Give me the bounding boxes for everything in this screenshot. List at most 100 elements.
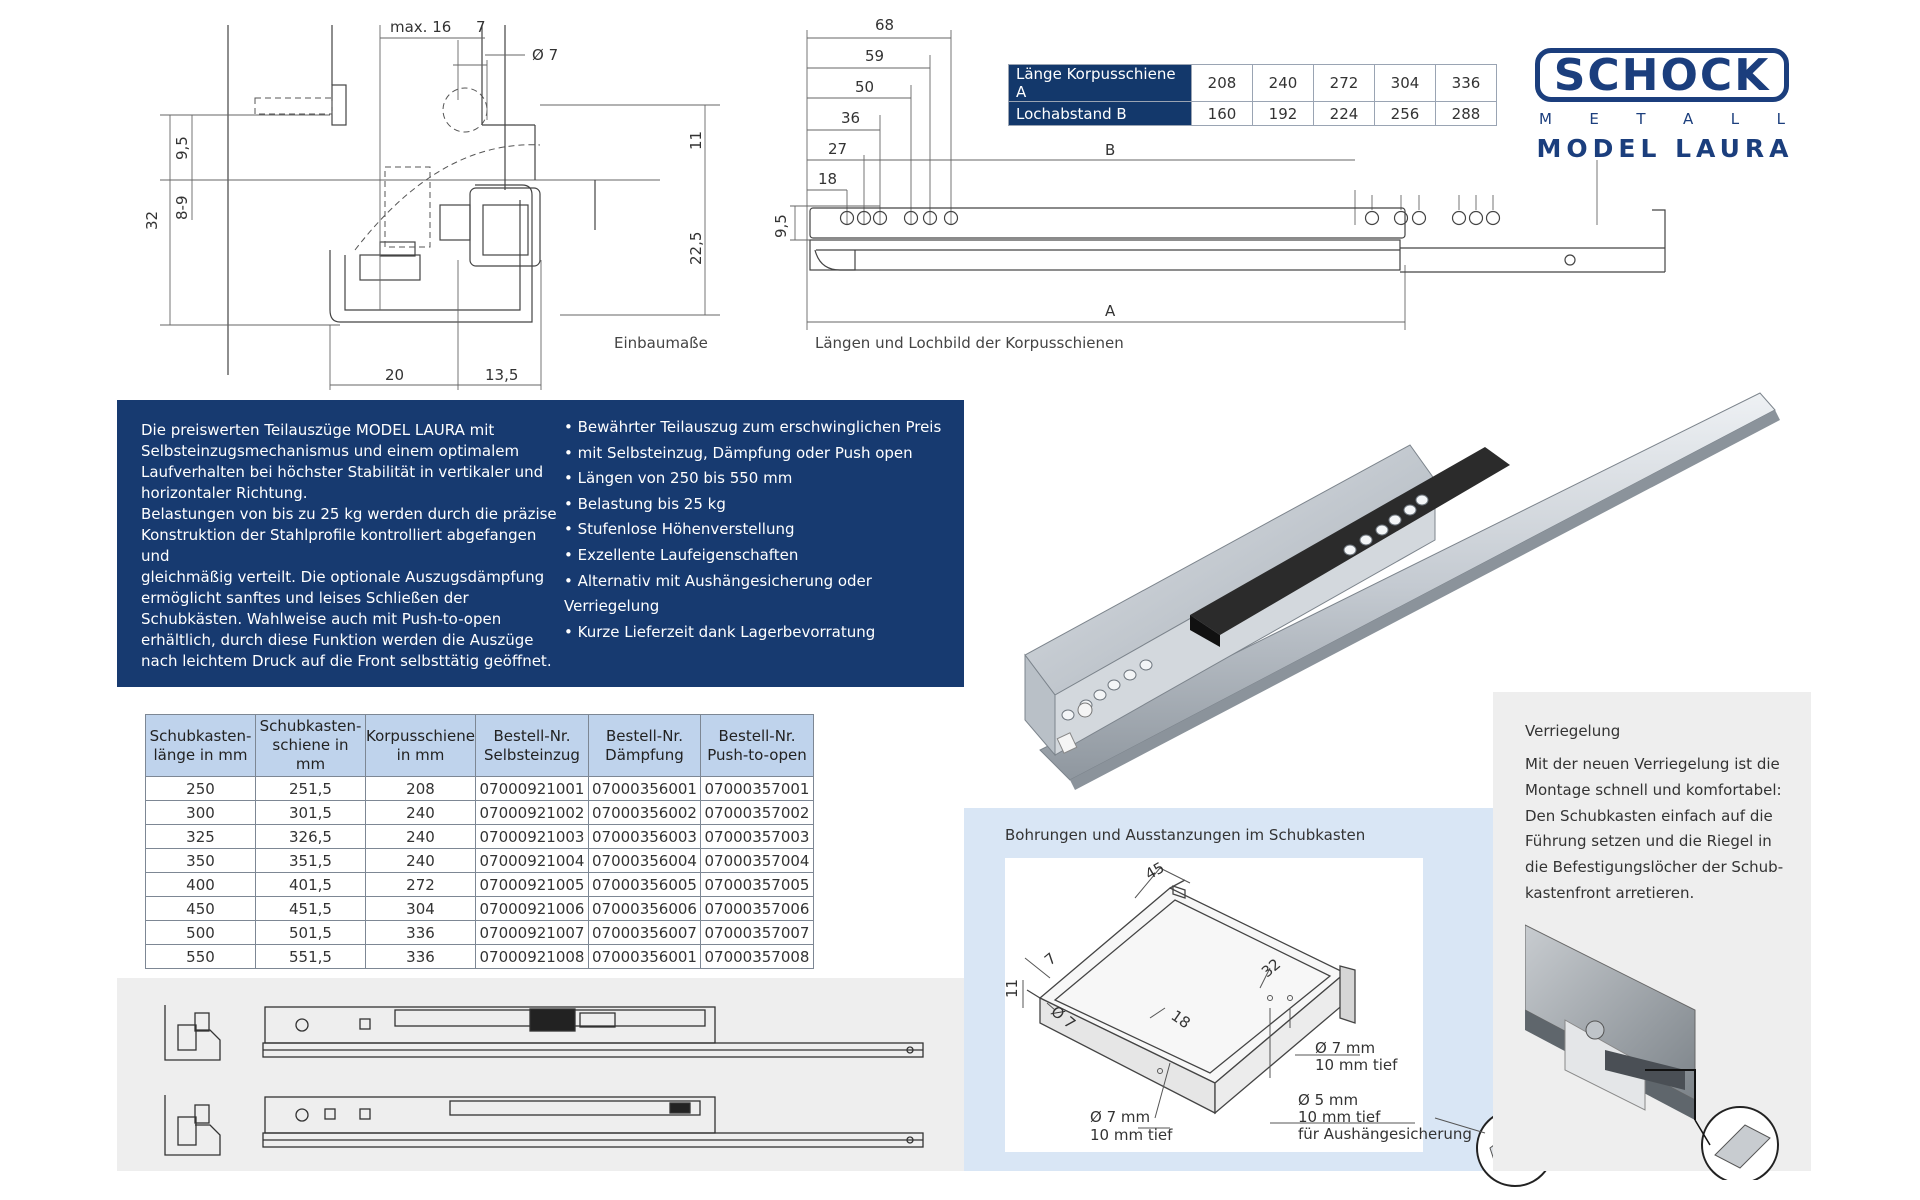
- note-a-diameter: Ø 7 mm: [1090, 1108, 1150, 1126]
- table-cell: 304: [365, 896, 476, 921]
- dim-45: 45: [1142, 858, 1168, 883]
- table-cell: 07000921003: [475, 824, 589, 849]
- feature-item: Kurze Lieferzeit dank Lagerbevorratung: [564, 620, 954, 646]
- table-cell: 336: [365, 944, 476, 969]
- table-cell: 07000921006: [475, 896, 589, 921]
- table-cell: 451,5: [255, 896, 366, 921]
- dim-8-9: 8-9: [173, 196, 191, 221]
- table-cell: 07000356001: [588, 944, 701, 969]
- table-cell: 251,5: [255, 776, 366, 801]
- note-a-depth: 10 mm tief: [1090, 1126, 1173, 1144]
- logo-letter: L: [1730, 110, 1740, 128]
- table-cell: 07000921002: [475, 800, 589, 825]
- feature-item: Stufenlose Höhenverstellung: [564, 517, 954, 543]
- feature-item: Exzellente Laufeigenschaften: [564, 543, 954, 569]
- table-cell: 336: [1435, 64, 1497, 102]
- column-header: Schubkasten-länge in mm: [145, 714, 256, 777]
- table-cell: 500: [145, 920, 256, 945]
- table-cell: 501,5: [255, 920, 366, 945]
- table-cell: 350: [145, 848, 256, 873]
- table-cell: 272: [1313, 64, 1375, 102]
- install-dimensions-drawing: max. 16 7 Ø 7 9,5 8-9 32 11 22,5 20 13,5: [143, 18, 720, 390]
- dim-59: 59: [865, 47, 884, 65]
- column-header: Bestell-Nr.Push-to-open: [700, 714, 814, 777]
- table-cell: 07000921008: [475, 944, 589, 969]
- dim-68: 68: [875, 16, 894, 34]
- table-cell: 07000357007: [700, 920, 814, 945]
- feature-item: Längen von 250 bis 550 mm: [564, 466, 954, 492]
- dim-13-5: 13,5: [485, 366, 518, 384]
- logo-metall: M E T A L L: [1535, 110, 1789, 128]
- table-cell: 240: [365, 824, 476, 849]
- table-cell: 401,5: [255, 872, 366, 897]
- table-cell: 07000357006: [700, 896, 814, 921]
- row-label: Lochabstand B: [1008, 101, 1192, 126]
- table-cell: 550: [145, 944, 256, 969]
- table-cell: 07000357008: [700, 944, 814, 969]
- drawer-runner-product-image: [1024, 392, 1780, 790]
- feature-item: mit Selbsteinzug, Dämpfung oder Push ope…: [564, 441, 954, 467]
- table-cell: 07000357003: [700, 824, 814, 849]
- table-cell: 07000356007: [588, 920, 701, 945]
- table-cell: 240: [1252, 64, 1314, 102]
- dim-36: 36: [841, 109, 860, 127]
- table-cell: 192: [1252, 101, 1314, 126]
- logo-wordmark: SCHOCK: [1535, 48, 1789, 102]
- table-row: Lochabstand B 160 192 224 256 288: [1008, 101, 1497, 126]
- column-header: Bestell-Nr.Selbsteinzug: [475, 714, 589, 777]
- table-cell: 288: [1435, 101, 1497, 126]
- note-c-diameter: Ø 7 mm: [1315, 1039, 1375, 1057]
- table-cell: 336: [365, 920, 476, 945]
- dim-50: 50: [855, 78, 874, 96]
- column-header: Bestell-Nr.Dämpfung: [588, 714, 701, 777]
- dim-9-5: 9,5: [173, 136, 191, 160]
- logo-letter: M: [1539, 110, 1552, 128]
- table-cell: 224: [1313, 101, 1375, 126]
- drilling-caption: Bohrungen und Ausstanzungen im Schubkast…: [1005, 826, 1366, 844]
- dim-A: A: [1105, 302, 1116, 320]
- table-cell: 450: [145, 896, 256, 921]
- dim-20: 20: [385, 366, 404, 384]
- table-cell: 07000921005: [475, 872, 589, 897]
- rail-dimensions-drawing: 68 59 50 36 27 18 9,5 B A: [772, 16, 1666, 330]
- table-cell: 240: [365, 848, 476, 873]
- feature-list: Bewährter Teilauszug zum erschwinglichen…: [564, 415, 954, 645]
- table-cell: 256: [1374, 101, 1436, 126]
- table-cell: 07000356004: [588, 848, 701, 873]
- brand-logo: SCHOCK M E T A L L MODEL LAURA: [1535, 48, 1795, 163]
- table-cell: 160: [1191, 101, 1253, 126]
- table-cell: 301,5: [255, 800, 366, 825]
- intro-paragraph: Die preiswerten Teilauszüge MODEL LAURA …: [141, 421, 557, 670]
- table-cell: 07000357002: [700, 800, 814, 825]
- table-cell: 272: [365, 872, 476, 897]
- table-row: Länge Korpusschiene A 208 240 272 304 33…: [1008, 64, 1497, 102]
- column-header: Schubkasten-schiene in mm: [255, 714, 366, 777]
- dim-7: 7: [1041, 949, 1060, 969]
- table-cell: 325: [145, 824, 256, 849]
- table-cell: 07000921001: [475, 776, 589, 801]
- table-cell: 07000356005: [588, 872, 701, 897]
- install-caption: Einbaumaße: [614, 334, 708, 352]
- note-b-depth: 10 mm tief: [1298, 1108, 1381, 1126]
- logo-letter: E: [1589, 110, 1599, 128]
- rail-length-table: Länge Korpusschiene A 208 240 272 304 33…: [1008, 64, 1497, 126]
- table-cell: 07000356001: [588, 776, 701, 801]
- table-cell: 07000356003: [588, 824, 701, 849]
- table-cell: 351,5: [255, 848, 366, 873]
- logo-letter: T: [1636, 110, 1646, 128]
- lock-title: Verriegelung: [1525, 722, 1621, 740]
- dim-18: 18: [818, 170, 837, 188]
- table-cell: 551,5: [255, 944, 366, 969]
- note-b-diameter: Ø 5 mm: [1298, 1091, 1358, 1109]
- dim-11: 11: [1003, 979, 1021, 998]
- dim-9-5: 9,5: [772, 214, 790, 238]
- table-cell: 304: [1374, 64, 1436, 102]
